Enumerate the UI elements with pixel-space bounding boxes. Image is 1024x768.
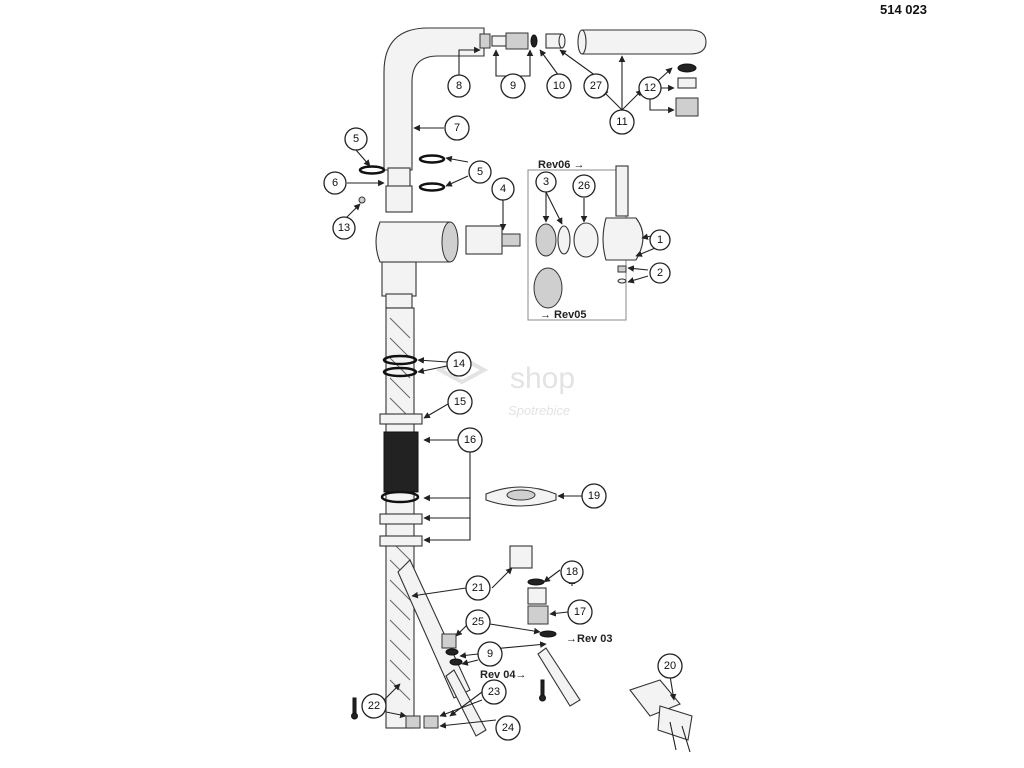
- watermark: shop Spotrebice: [435, 355, 575, 418]
- cartridge: [465, 225, 521, 255]
- svg-text:5: 5: [477, 166, 483, 178]
- svg-text:3: 3: [543, 176, 549, 188]
- spout: [383, 27, 485, 189]
- diagram-title: 514 023: [880, 2, 927, 17]
- o-rings-upper: [358, 154, 446, 213]
- svg-text:17: 17: [574, 606, 586, 618]
- callout-2: 2: [649, 262, 671, 284]
- svg-text:7: 7: [454, 122, 460, 134]
- hose-fittings: [441, 633, 487, 737]
- callout-12: 12: [638, 76, 662, 100]
- svg-text:4: 4: [500, 183, 506, 195]
- svg-text:23: 23: [488, 686, 500, 698]
- svg-text:15: 15: [454, 396, 466, 408]
- callout-20: 20: [657, 653, 683, 679]
- spray-head: [577, 29, 707, 55]
- svg-text:1: 1: [657, 234, 663, 246]
- callout-8: 8: [447, 74, 471, 98]
- svg-text:25: 25: [472, 616, 484, 628]
- callout-15: 15: [447, 389, 473, 415]
- svg-text:9: 9: [487, 648, 493, 660]
- aerator: [675, 63, 699, 117]
- callout-27: 27: [583, 73, 609, 99]
- svg-text:9: 9: [510, 80, 516, 92]
- callout-14: 14: [446, 351, 472, 377]
- callout-16: 16: [457, 427, 483, 453]
- callout-17: 17: [567, 599, 593, 625]
- svg-text:6: 6: [332, 177, 338, 189]
- svg-text:22: 22: [368, 700, 380, 712]
- svg-text:27: 27: [590, 80, 602, 92]
- hose-ends: [405, 715, 439, 729]
- mounting-clamp: [629, 679, 693, 753]
- svg-text:18: 18: [566, 566, 578, 578]
- svg-text:20: 20: [664, 660, 676, 672]
- watermark-main: shop: [510, 362, 575, 395]
- rev05-label: → Rev05: [540, 309, 586, 321]
- svg-text:26: 26: [578, 180, 590, 192]
- callout-13: 13: [332, 216, 356, 240]
- svg-text:21: 21: [472, 582, 484, 594]
- callout-24: 24: [495, 715, 521, 741]
- callout-11: 11: [609, 109, 635, 135]
- svg-text:2: 2: [657, 267, 663, 279]
- callout-6: 6: [323, 171, 347, 195]
- callout-9-bottom: 9: [477, 641, 503, 667]
- svg-text:16: 16: [464, 434, 476, 446]
- svg-text:13: 13: [338, 222, 350, 234]
- callout-21: 21: [465, 575, 491, 601]
- callout-19: 19: [581, 483, 607, 509]
- watermark-sub: Spotrebice: [508, 403, 570, 418]
- callout-3: 3: [535, 171, 557, 193]
- lever: [602, 165, 644, 284]
- callout-26: 26: [572, 174, 596, 198]
- callout-18: 18: [560, 560, 584, 584]
- callout-5-right: 5: [468, 160, 492, 184]
- svg-text:8: 8: [456, 80, 462, 92]
- svg-text:5: 5: [353, 133, 359, 145]
- callout-25: 25: [465, 609, 491, 635]
- temperature-icons: [351, 679, 546, 720]
- svg-text:24: 24: [502, 722, 514, 734]
- rev06-label: Rev06 →: [538, 159, 584, 171]
- callout-5-left: 5: [344, 127, 368, 151]
- svg-text:14: 14: [453, 358, 465, 370]
- callout-9-top: 9: [500, 73, 526, 99]
- rev03-label: →Rev 03: [566, 633, 612, 645]
- callout-23: 23: [481, 679, 507, 705]
- svg-text:12: 12: [644, 82, 656, 94]
- gasket: [485, 486, 557, 507]
- callout-10: 10: [546, 73, 572, 99]
- valve-connector: [509, 545, 581, 707]
- callout-1: 1: [649, 229, 671, 251]
- svg-text:11: 11: [616, 116, 627, 128]
- rev04-label: Rev 04→: [480, 669, 526, 681]
- handle-rings: [533, 222, 599, 309]
- shank-parts: [379, 354, 423, 547]
- svg-text:10: 10: [553, 80, 565, 92]
- callout-22: 22: [361, 693, 387, 719]
- mixer-body: [375, 221, 459, 309]
- callout-7: 7: [444, 115, 470, 141]
- svg-text:19: 19: [588, 490, 600, 502]
- spout-connectors: [479, 32, 566, 50]
- callout-4: 4: [491, 177, 515, 201]
